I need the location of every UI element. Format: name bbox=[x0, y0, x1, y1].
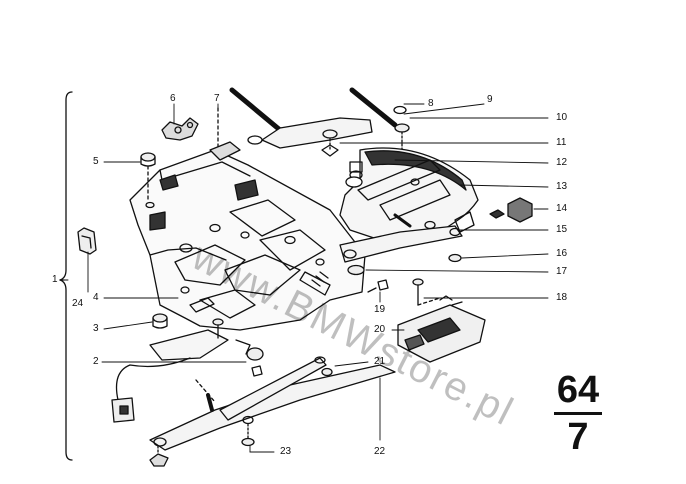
callout-3: 3 bbox=[93, 323, 99, 334]
screw-part-19 bbox=[367, 279, 389, 293]
callout-14: 14 bbox=[556, 203, 568, 214]
callout-20: 20 bbox=[374, 324, 386, 335]
callout-8: 8 bbox=[428, 98, 434, 109]
base-plate bbox=[129, 149, 366, 331]
lever-arm-15 bbox=[339, 213, 463, 276]
callout-23: 23 bbox=[280, 446, 292, 457]
callout-19: 19 bbox=[374, 304, 386, 315]
group-number-divider bbox=[554, 412, 602, 415]
callout-9: 9 bbox=[487, 94, 493, 105]
callout-21: 21 bbox=[374, 356, 386, 367]
callout-15: 15 bbox=[556, 224, 568, 235]
clip-part-24 bbox=[77, 227, 97, 255]
bolt-part-3 bbox=[152, 313, 168, 329]
callout-1: 1 bbox=[52, 274, 58, 285]
callout-18: 18 bbox=[556, 292, 568, 303]
callout-22: 22 bbox=[374, 446, 386, 457]
callout-24: 24 bbox=[72, 298, 84, 309]
group-bracket bbox=[59, 91, 73, 461]
upper-drive-rod bbox=[229, 87, 373, 157]
callout-4: 4 bbox=[93, 292, 99, 303]
retainer-part-6 bbox=[161, 117, 199, 141]
bolt-part-5 bbox=[140, 152, 156, 209]
callout-7: 7 bbox=[214, 93, 220, 104]
quadrant-segment bbox=[339, 147, 479, 241]
callout-10: 10 bbox=[556, 112, 568, 123]
lower-drive-rod bbox=[149, 356, 396, 467]
callout-12: 12 bbox=[556, 157, 568, 168]
callout-6: 6 bbox=[170, 93, 176, 104]
callout-11: 11 bbox=[556, 137, 567, 148]
callout-17: 17 bbox=[556, 266, 568, 277]
leader-lines bbox=[61, 103, 549, 453]
group-number-main: 64 bbox=[556, 369, 600, 411]
block-part-14 bbox=[489, 197, 533, 223]
connector-part-20 bbox=[397, 295, 486, 363]
callout-13: 13 bbox=[556, 181, 568, 192]
callout-5: 5 bbox=[93, 156, 99, 167]
upper-right-rod bbox=[349, 87, 410, 151]
group-number-sub: 7 bbox=[567, 416, 589, 458]
cable-part-7 bbox=[209, 107, 241, 161]
callout-2: 2 bbox=[93, 356, 99, 367]
callout-16: 16 bbox=[556, 248, 568, 259]
pin-part-18 bbox=[412, 278, 441, 306]
switch-part-2 bbox=[111, 318, 264, 423]
group-number: 64 7 bbox=[548, 370, 608, 457]
